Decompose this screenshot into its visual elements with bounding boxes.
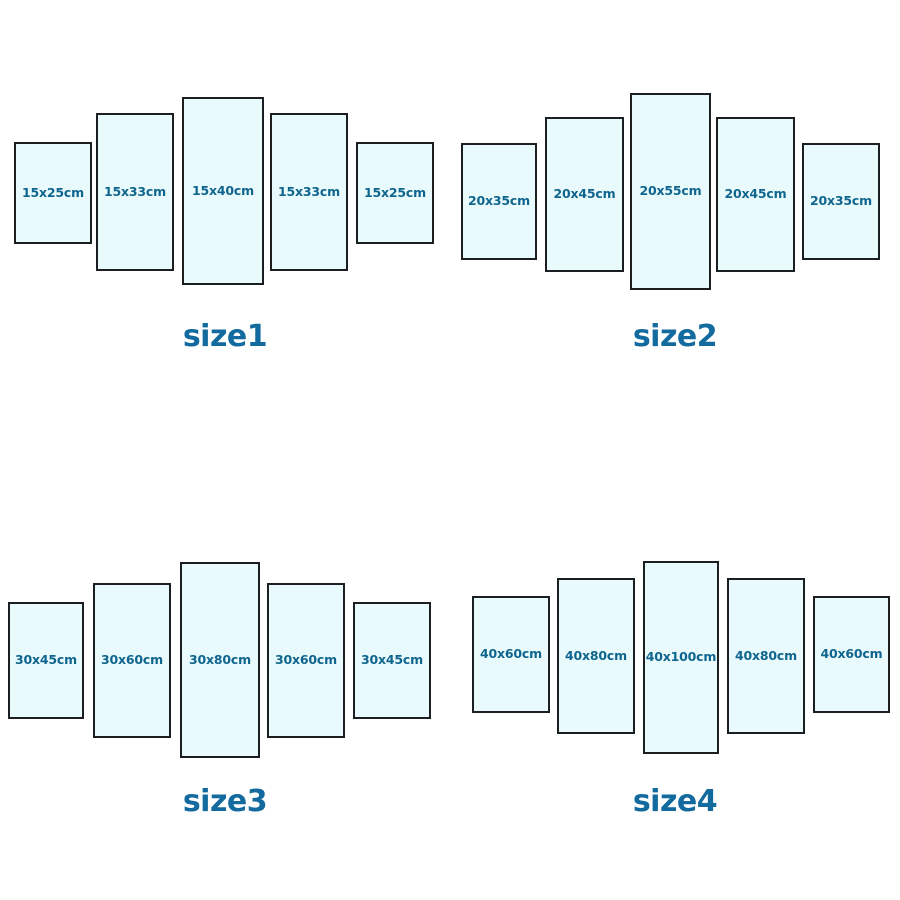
- panel-size-label: 20x35cm: [468, 193, 530, 209]
- panel-size-label: 20x55cm: [639, 183, 702, 199]
- panel-size-label: 40x80cm: [735, 647, 797, 663]
- panel-size-label: 15x33cm: [104, 183, 166, 199]
- panel-size1-4[interactable]: 15x33cm: [270, 113, 348, 271]
- panel-size-label: 40x60cm: [480, 646, 542, 662]
- panel-size4-1[interactable]: 40x60cm: [472, 596, 550, 713]
- group-title-size1: size1: [182, 319, 268, 354]
- panel-size1-3[interactable]: 15x40cm: [182, 97, 264, 285]
- panel-size3-3[interactable]: 30x80cm: [180, 562, 260, 758]
- panel-size4-5[interactable]: 40x60cm: [813, 596, 890, 713]
- panel-size1-2[interactable]: 15x33cm: [96, 113, 174, 271]
- panel-size2-3[interactable]: 20x55cm: [630, 93, 711, 290]
- panel-size-label: 20x35cm: [810, 193, 872, 209]
- panel-size-label: 40x60cm: [820, 646, 883, 662]
- panel-size-label: 20x45cm: [724, 186, 787, 202]
- panel-size-label: 20x45cm: [553, 186, 616, 202]
- panel-size-label: 15x25cm: [22, 184, 84, 200]
- panel-size-label: 30x45cm: [361, 652, 423, 668]
- panel-size4-3[interactable]: 40x100cm: [643, 561, 719, 754]
- panel-size-label: 30x80cm: [189, 651, 251, 667]
- panel-size3-1[interactable]: 30x45cm: [8, 602, 84, 719]
- panel-size3-5[interactable]: 30x45cm: [353, 602, 431, 719]
- panel-size2-5[interactable]: 20x35cm: [802, 143, 880, 260]
- panel-size-label: 30x45cm: [15, 652, 77, 668]
- group-title-size2: size2: [632, 319, 718, 354]
- panel-size2-2[interactable]: 20x45cm: [545, 117, 624, 272]
- panel-size3-2[interactable]: 30x60cm: [93, 583, 171, 738]
- panel-size-label: 15x25cm: [364, 184, 426, 200]
- panel-size1-5[interactable]: 15x25cm: [356, 142, 434, 244]
- panel-size-label: 30x60cm: [101, 652, 163, 668]
- panel-size2-1[interactable]: 20x35cm: [461, 143, 537, 260]
- group-title-size4: size4: [632, 784, 718, 819]
- panel-size-label: 15x33cm: [278, 183, 340, 199]
- panel-size4-2[interactable]: 40x80cm: [557, 578, 635, 734]
- panel-size-label: 15x40cm: [192, 182, 254, 198]
- panel-size3-4[interactable]: 30x60cm: [267, 583, 345, 738]
- panel-size-label: 40x80cm: [565, 647, 627, 663]
- panel-size1-1[interactable]: 15x25cm: [14, 142, 92, 244]
- group-title-size3: size3: [182, 784, 268, 819]
- panel-size-label: 30x60cm: [275, 652, 337, 668]
- panel-size-label: 40x100cm: [645, 649, 717, 665]
- panel-size4-4[interactable]: 40x80cm: [727, 578, 805, 734]
- panel-size2-4[interactable]: 20x45cm: [716, 117, 795, 272]
